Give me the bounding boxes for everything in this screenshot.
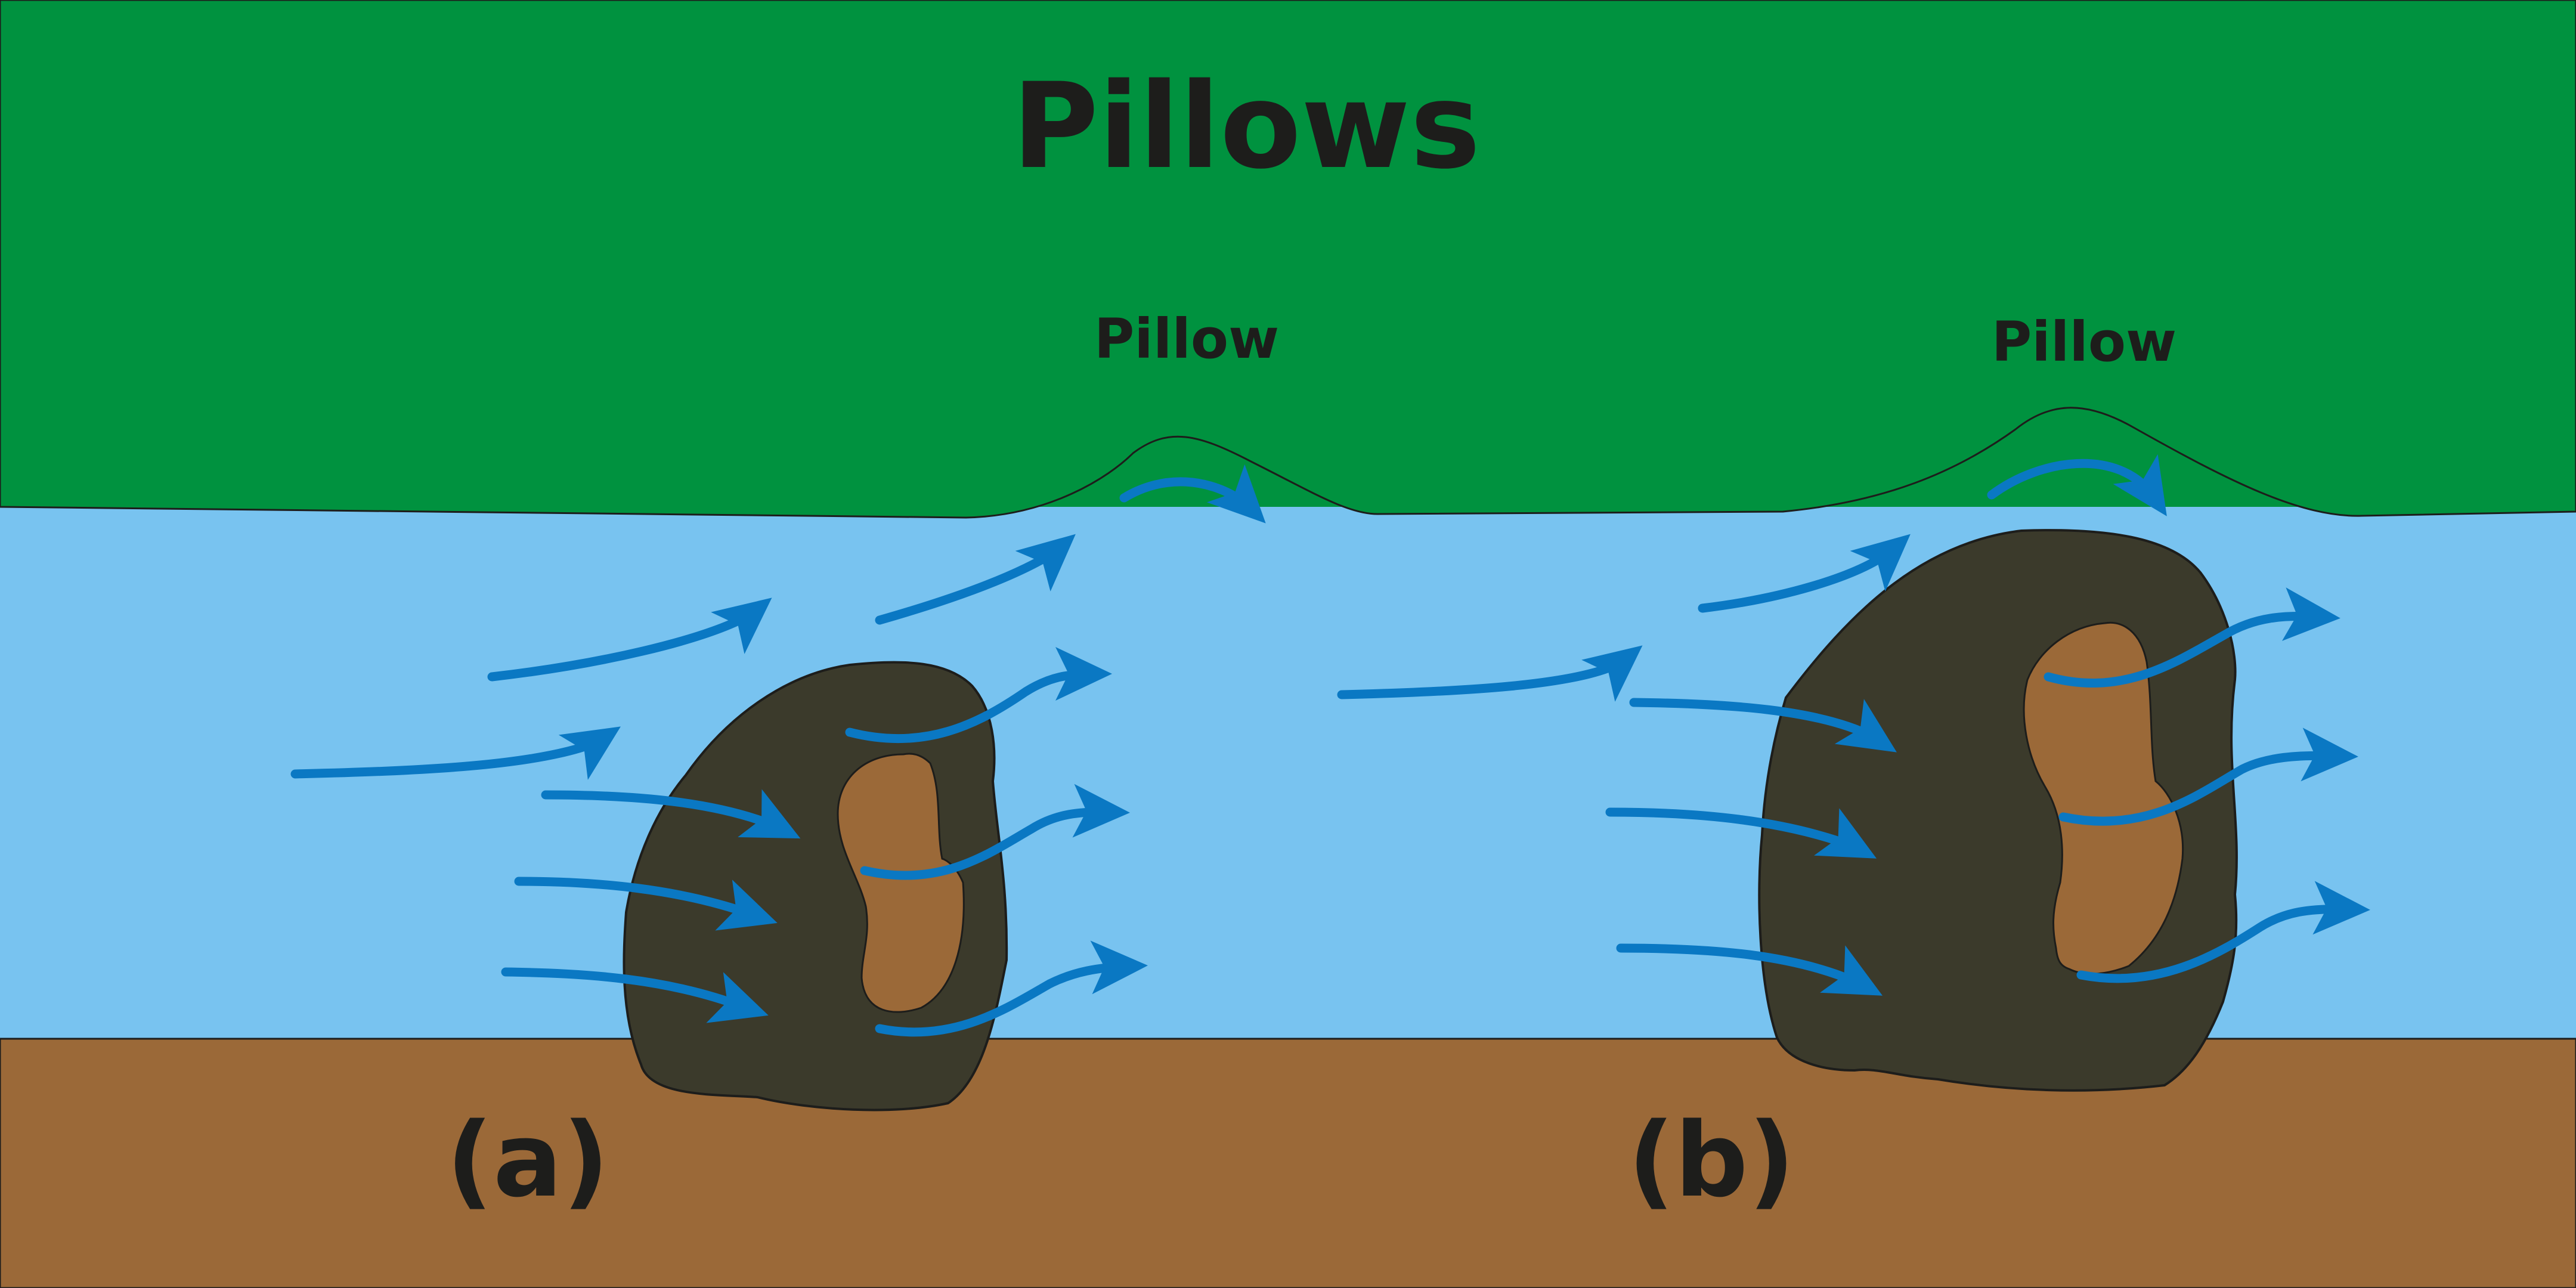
panel-label-b: (b) (1628, 1100, 1795, 1220)
flow-arrow (1616, 943, 1883, 996)
diagram-title: Pillows (1012, 57, 1481, 195)
panel-label-a: (a) (446, 1100, 609, 1220)
flow-arrow (1337, 645, 1643, 702)
flow-arrow (290, 726, 621, 780)
pillow-label-b: Pillow (1992, 310, 2176, 374)
flow-arrow (875, 940, 1148, 1037)
flow-arrow (1119, 464, 1266, 524)
flow-arrow (860, 784, 1130, 880)
flow-arrow (501, 967, 769, 1023)
flow-arrow (1629, 698, 1897, 753)
sediment-layer (0, 1038, 2576, 1288)
flow-arrow (541, 789, 801, 839)
flow-arrow (2058, 727, 2358, 826)
flow-arrow (1698, 534, 1911, 613)
flow-arrows (290, 454, 2370, 1037)
flow-arrow (2076, 881, 2370, 983)
pillow-label-a: Pillow (1094, 307, 1279, 371)
flow-arrow (2044, 587, 2340, 688)
flow-arrow (514, 877, 778, 931)
flow-arrow (875, 534, 1076, 625)
pillow-interface (0, 0, 2576, 519)
flow-arrow (845, 647, 1112, 744)
flow-arrow (1605, 807, 1877, 859)
flow-arrow (1987, 454, 2167, 516)
flow-arrow (487, 597, 772, 682)
